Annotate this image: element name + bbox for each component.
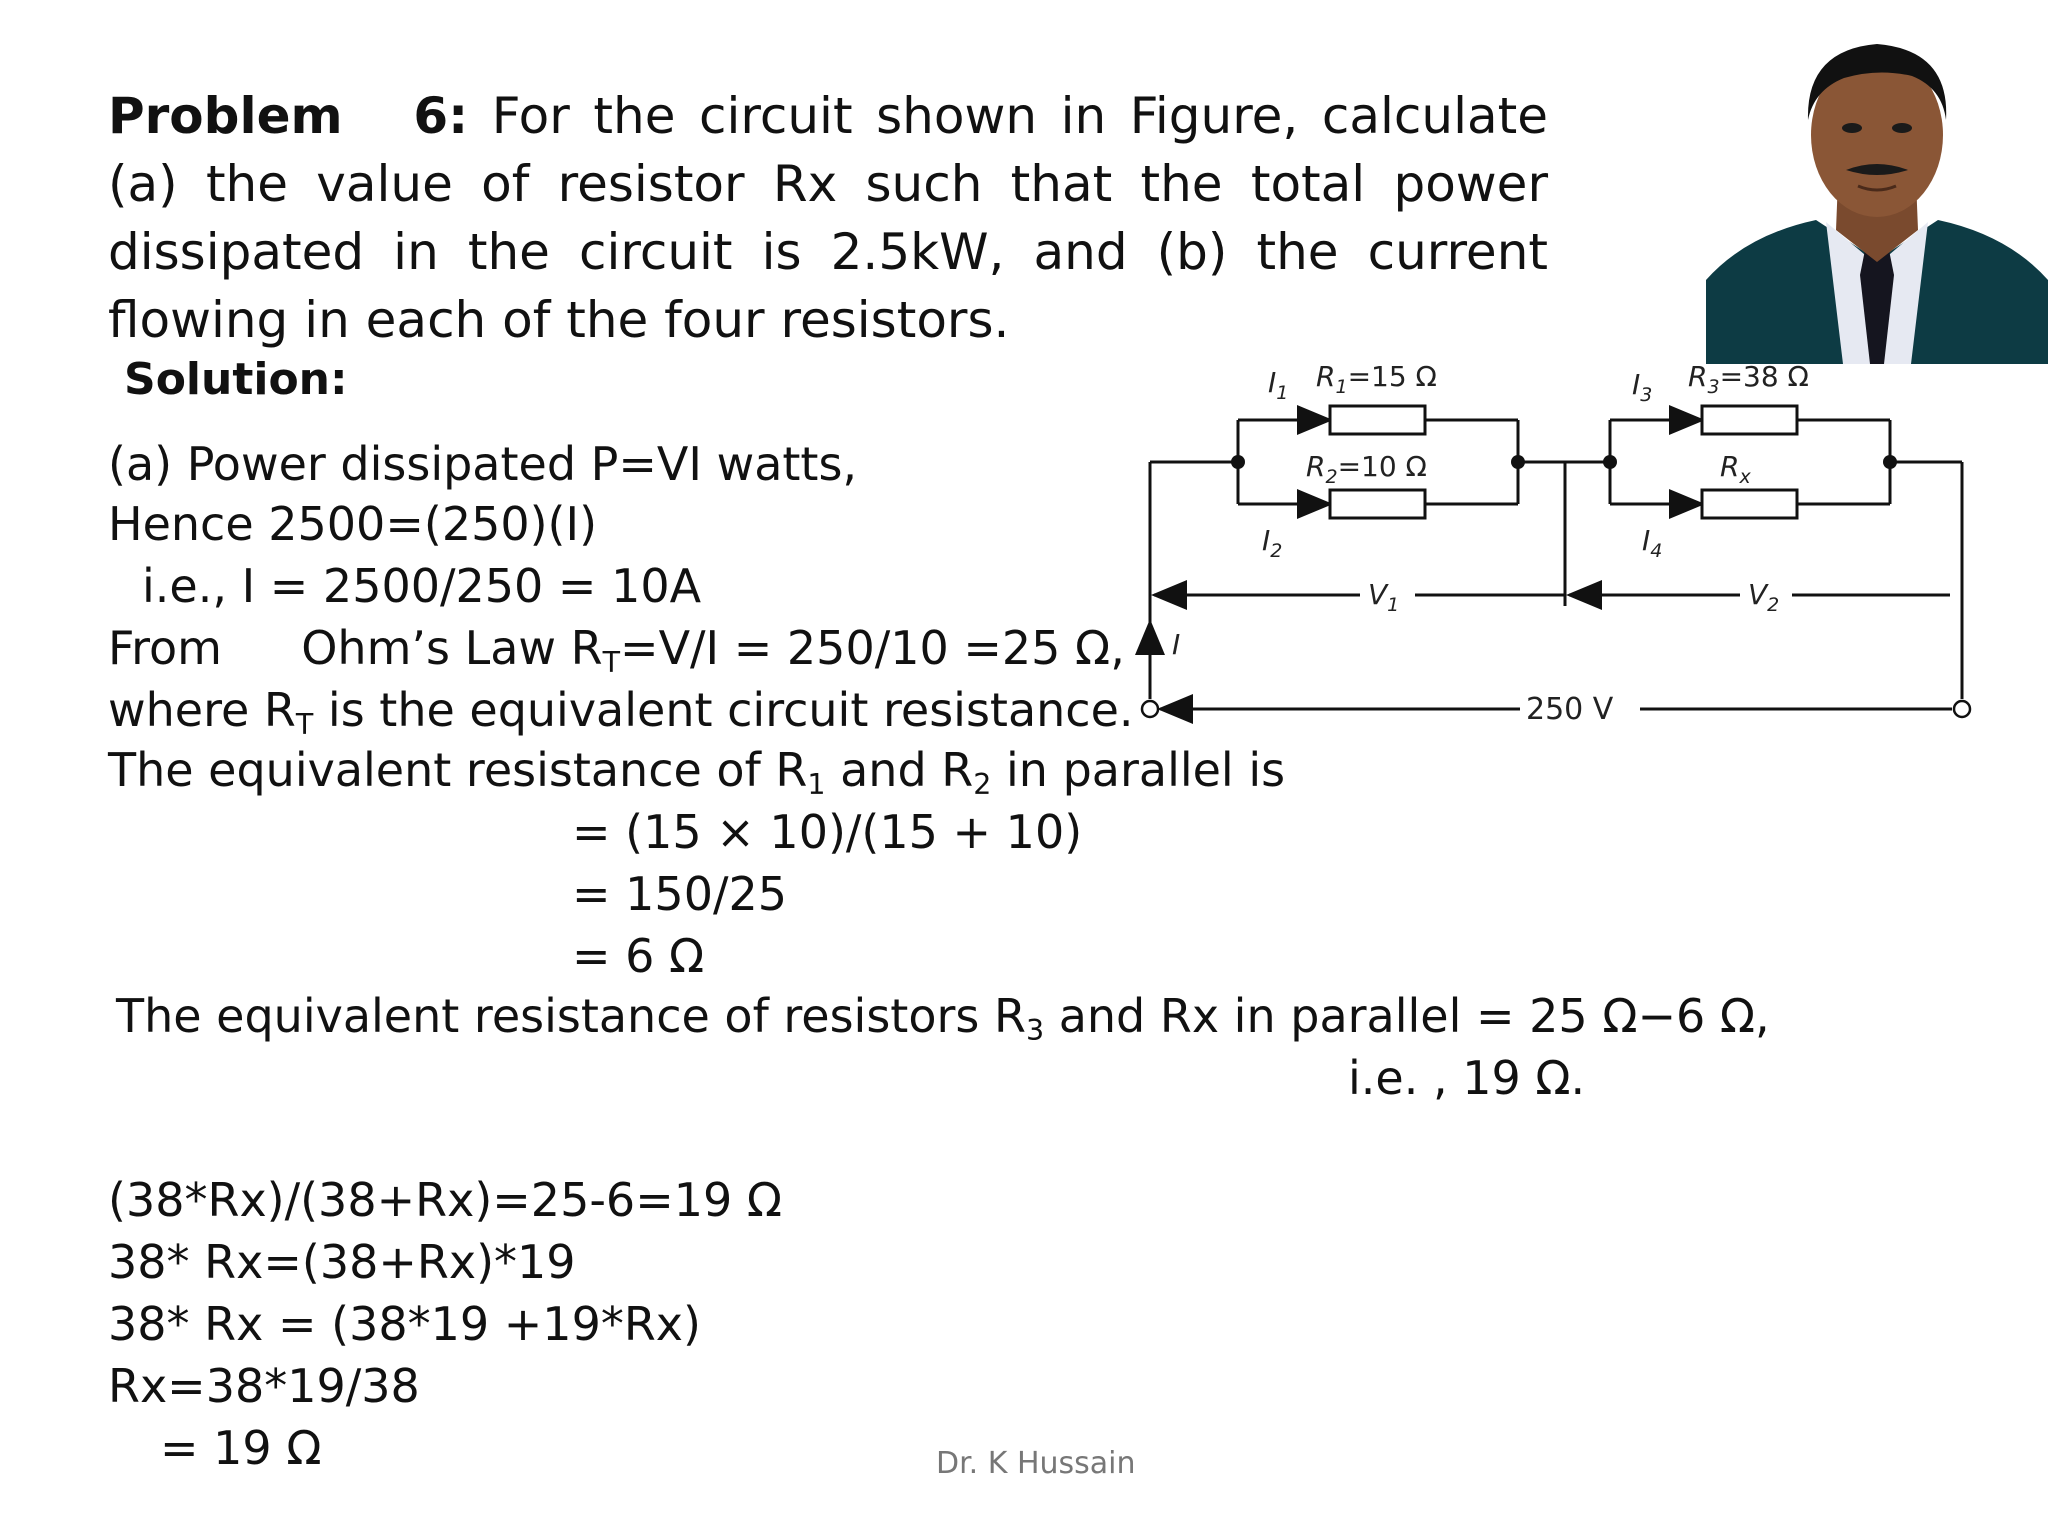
step-r1r2-calc-1: = (15 × 10)/(15 + 10)	[572, 805, 1083, 859]
step-power-formula: (a) Power dissipated P=VI watts,	[108, 437, 858, 491]
resistor-rx	[1700, 488, 1799, 520]
step-r1r2-text-c: in parallel is	[991, 743, 1286, 797]
footer-author: Dr. K Hussain	[936, 1446, 1136, 1481]
circuit-diagram: I1 R1=15 Ω R2=10 Ω I2 I3 R3=38 Ω Rx I4 V…	[1120, 354, 1980, 758]
label-r3: R3=38 Ω	[1688, 360, 1809, 398]
subscript-2: 2	[973, 767, 992, 801]
label-i3: I3	[1632, 368, 1652, 406]
step-rt-text-b: is the equivalent circuit resistance.	[313, 683, 1134, 737]
problem-statement: Problem 6: For the circuit shown in Figu…	[108, 82, 1548, 354]
step-ohms-from: From	[108, 621, 222, 675]
label-i1: I1	[1268, 366, 1288, 404]
step-r1r2-parallel: The equivalent resistance of R1 and R2 i…	[108, 742, 1286, 801]
problem-number: 6:	[413, 87, 469, 145]
junction-dot	[1231, 455, 1245, 469]
step-rx-equation-2: 38* Rx=(38+Rx)*19	[108, 1235, 576, 1289]
label-supply-voltage: 250 V	[1526, 692, 1614, 727]
step-ohms-text: Ohm’s Law R	[301, 621, 603, 675]
step-rx-result: = 19 Ω	[160, 1421, 322, 1475]
presenter-photo	[1706, 30, 2048, 364]
label-v1: V1	[1368, 578, 1399, 616]
solution-heading: Solution:	[124, 354, 348, 405]
terminal-right	[1952, 699, 1972, 719]
junction-dot	[1511, 455, 1525, 469]
label-i-total: I	[1172, 628, 1180, 661]
label-v2: V2	[1748, 578, 1779, 616]
label-i4: I4	[1642, 524, 1662, 562]
step-r1r2-text-b: and R	[825, 743, 974, 797]
resistor-r3	[1700, 404, 1799, 436]
junction-dot	[1883, 455, 1897, 469]
step-ohms-result: =V/I = 250/10 =25 Ω,	[620, 621, 1125, 675]
step-rt-definition: where RT is the equivalent circuit resis…	[108, 682, 1134, 741]
label-rx: Rx	[1720, 450, 1751, 488]
problem-label: Problem	[108, 87, 343, 145]
subscript-1: 1	[807, 767, 826, 801]
step-rx-equation-1: (38*Rx)/(38+Rx)=25-6=19 Ω	[108, 1173, 783, 1227]
resistor-r1	[1328, 404, 1427, 436]
step-current: i.e., I = 2500/250 = 10A	[142, 559, 702, 613]
step-power-substitution: Hence 2500=(250)(I)	[108, 497, 598, 551]
subscript-t: T	[602, 645, 621, 679]
step-r1r2-text-a: The equivalent resistance of R	[108, 743, 808, 797]
step-rx-equation-3: 38* Rx = (38*19 +19*Rx)	[108, 1297, 701, 1351]
junction-dot	[1603, 455, 1617, 469]
step-r3rx-text-a: The equivalent resistance of resistors R	[116, 989, 1026, 1043]
step-rx-equation-4: Rx=38*19/38	[108, 1359, 420, 1413]
step-r3rx-text-b: and Rx in parallel = 25 Ω−6 Ω,	[1044, 989, 1770, 1043]
step-rt-text-a: where R	[108, 683, 296, 737]
subscript-t: T	[295, 707, 314, 741]
resistor-r2	[1328, 488, 1427, 520]
subscript-3: 3	[1025, 1013, 1045, 1047]
label-i2: I2	[1262, 524, 1282, 562]
step-r1r2-calc-3: = 6 Ω	[572, 929, 705, 983]
terminal-left	[1140, 699, 1160, 719]
step-ohms-law: From Ohm’s Law RT=V/I = 250/10 =25 Ω,	[108, 620, 1125, 679]
step-r3rx-result: i.e. , 19 Ω.	[1348, 1051, 1586, 1105]
label-r1: R1=15 Ω	[1316, 360, 1437, 398]
problem-text: For the circuit shown in Figure, calcula…	[108, 87, 1548, 349]
step-r3rx-parallel: The equivalent resistance of resistors R…	[116, 988, 1770, 1047]
label-r2: R2=10 Ω	[1306, 450, 1427, 488]
step-r1r2-calc-2: = 150/25	[572, 867, 787, 921]
